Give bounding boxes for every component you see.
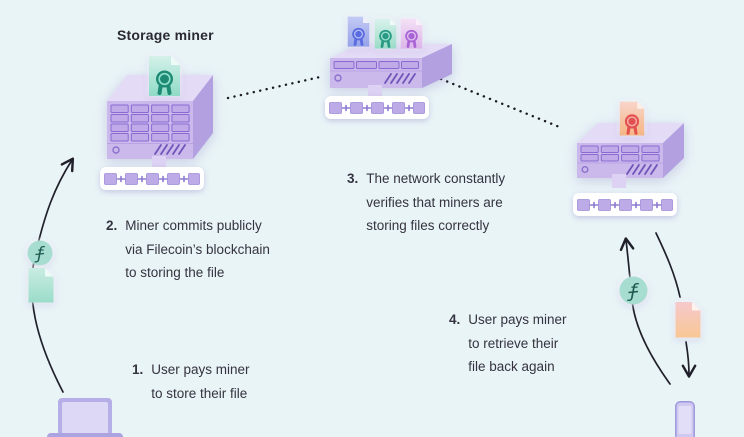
seal-badge-icon [156, 70, 173, 95]
seal-badge-icon [379, 29, 392, 48]
smartphone-icon [675, 401, 695, 437]
step-number: 2. [106, 218, 118, 233]
sealed-file-teal-icon [148, 56, 181, 97]
sealed-file-blue-icon [347, 16, 370, 48]
step-1-caption: 1. User pays miner to store their file [132, 358, 250, 405]
step-4-caption: 4. User pays miner to retrieve their fil… [449, 308, 567, 379]
user-file-orange-icon [675, 302, 701, 338]
step-number: 3. [347, 171, 359, 186]
server-chain-connector [368, 85, 382, 99]
seal-badge-icon [352, 27, 365, 46]
step-number: 1. [132, 362, 144, 377]
blockchain-left-icon [100, 167, 204, 190]
server-chain-connector [612, 174, 626, 188]
sealed-file-pink-icon [400, 18, 423, 50]
filecoin-token-icon-right: ƒ [619, 276, 648, 305]
storage-miner-label: Storage miner [117, 27, 214, 43]
sealed-file-red-icon [619, 101, 645, 137]
blockchain-right-icon [573, 193, 677, 216]
laptop-icon [47, 398, 123, 437]
arrow-pay-retrieve-up [619, 237, 671, 385]
server-chain-connector [152, 156, 166, 170]
step-3-caption: 3. The network constantly verifies that … [347, 167, 505, 238]
arrow-file-return-curve [655, 232, 681, 298]
seal-badge-icon [624, 114, 640, 135]
sealed-file-teal2-icon [374, 18, 397, 50]
filecoin-token-icon-left: ƒ [27, 240, 53, 266]
step-2-caption: 2. Miner commits publicly via Filecoin’s… [106, 214, 270, 285]
user-file-teal-icon [28, 268, 54, 303]
retrieval-miner-server-icon [577, 123, 684, 178]
dotted-link-network-miner2 [439, 77, 564, 130]
step-number: 4. [449, 312, 461, 327]
arrow-file-to-phone [681, 341, 697, 378]
dotted-link-miner-network [226, 75, 322, 100]
seal-badge-icon [405, 29, 418, 48]
network-server-icon [330, 44, 452, 88]
blockchain-center-icon [325, 96, 429, 119]
